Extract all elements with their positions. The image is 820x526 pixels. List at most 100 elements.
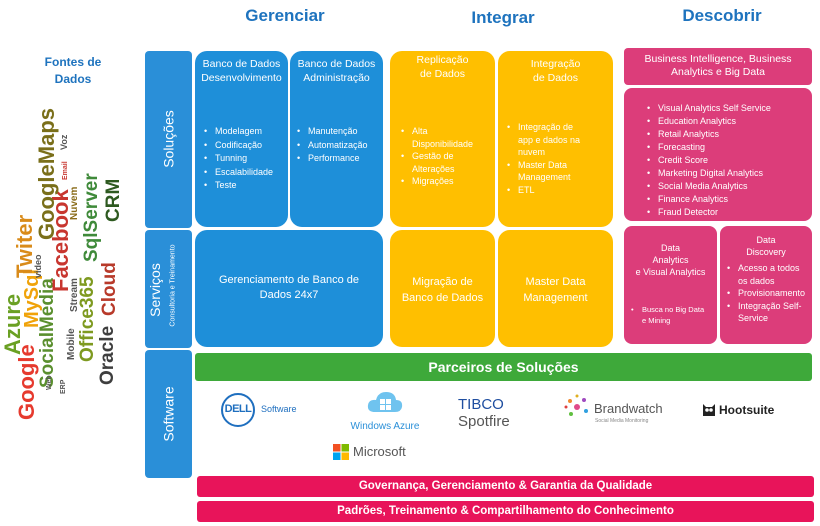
wc-mobile: Mobile [66, 328, 77, 360]
card-da-list: Busca no Big Data e Mining [628, 304, 708, 326]
brandwatch-wordmark: Brandwatch [594, 401, 663, 416]
hootsuite-owl-icon [703, 404, 715, 416]
list-item: Integração Self-Service [724, 300, 806, 325]
azure-label: Windows Azure [350, 421, 420, 432]
card-gerenciamento-line2: Dados 24x7 [259, 289, 319, 301]
list-item: Codificação [201, 139, 288, 153]
logo-brandwatch[interactable]: Brandwatch Social Media Monitoring [562, 392, 682, 428]
wc-sqlserver: SqlServer [81, 173, 102, 262]
card-bd-dev-title-line1: Banco de Dados [202, 58, 281, 70]
list-item: Master Data Management [504, 159, 582, 184]
card-replicacao-title-line1: Replicação [416, 54, 469, 66]
card-master-data-text: Master Data Management [498, 274, 613, 306]
sources-title: Fontes de Dados [28, 54, 118, 88]
list-item: Integração de app e dados na nuvem [504, 121, 582, 159]
logo-dell[interactable]: DELL Software [218, 392, 318, 428]
list-item: Performance [294, 152, 383, 166]
card-gerenciamento-24x7: Gerenciamento de Banco de Dados 24x7 [195, 230, 383, 347]
list-item: Fraud Detector [644, 206, 812, 219]
brandwatch-dots-icon [564, 394, 588, 416]
tibco-wordmark: TIBCO [458, 396, 504, 413]
card-bi-line2: Analytics e Big Data [671, 66, 765, 78]
card-dd-title-line2: Discovery [746, 247, 786, 257]
sources-title-line1: Fontes de [44, 55, 102, 69]
card-dd-title-line1: Data [756, 235, 776, 245]
card-bd-administracao: Banco de Dados Administração Manutenção … [290, 51, 383, 227]
wc-video: video [33, 254, 43, 278]
row-label-software-text: Software [160, 386, 177, 442]
card-data-analytics: Data Analytics e Visual Analytics Busca … [624, 226, 717, 344]
list-item: Automatização [294, 139, 383, 153]
wc-stream: Stream [69, 278, 80, 312]
row-label-servicos-text: Serviços [147, 263, 163, 317]
list-item: Migrações [398, 175, 490, 188]
sources-title-line2: Dados [54, 72, 92, 86]
hootsuite-wordmark: Hootsuite [719, 403, 775, 417]
dell-wordmark: DELL [224, 403, 252, 415]
list-item: Provisionamento [724, 287, 806, 300]
brandwatch-tagline: Social Media Monitoring [595, 418, 649, 424]
list-item: Tunning [201, 152, 288, 166]
bar-padroes-text: Padrões, Treinamento & Compartilhamento … [337, 505, 674, 517]
card-migracao-line1: Migração de [412, 276, 473, 288]
dell-software-label: Software [261, 404, 297, 414]
list-item: Marketing Digital Analytics [644, 167, 812, 180]
list-item: Teste [201, 179, 288, 193]
wc-crm: CRM [103, 178, 124, 222]
card-data-analytics-title: Data Analytics e Visual Analytics [624, 242, 717, 278]
wc-oracle: Oracle [97, 325, 118, 385]
card-replicacao-title: Replicação de Dados [390, 53, 495, 81]
wc-nuvem: Nuvem [69, 186, 80, 220]
card-bd-dev-list: Modelagem Codificação Tunning Escalabili… [201, 125, 288, 193]
card-bd-admin-list: Manutenção Automatização Performance [294, 125, 383, 166]
logo-tibco-spotfire[interactable]: TIBCO Spotfire [450, 396, 540, 436]
bar-governanca: Governança, Gerenciamento & Garantia da … [197, 476, 814, 497]
wc-erp: ERP [60, 379, 67, 394]
card-migracao: Migração de Banco de Dados [390, 230, 495, 347]
card-bd-administracao-title: Banco de Dados Administração [290, 57, 383, 85]
card-replicacao-title-line2: de Dados [420, 68, 465, 80]
header-gerenciar: Gerenciar [245, 6, 325, 25]
row-label-solucoes: Soluções [145, 51, 192, 228]
list-item: Alta Disponibilidade [398, 125, 490, 150]
spotfire-wordmark: Spotfire [458, 413, 510, 430]
word-cloud: Google SocialMedia Azure MySql Twiter vi… [0, 100, 140, 430]
partners-title: Parceiros de Soluções [428, 359, 579, 375]
card-bd-desenvolvimento-title: Banco de Dados Desenvolvimento [195, 57, 288, 85]
header-integrar: Integrar [471, 8, 535, 27]
wc-cloud: Cloud [99, 262, 120, 316]
card-bd-dev-title-line2: Desenvolvimento [201, 72, 282, 84]
card-bd-admin-title-line2: Administração [303, 72, 370, 84]
azure-cloud-icon [367, 392, 403, 412]
row-label-servicos-sub: Consultoria e Treinamento [169, 244, 177, 327]
list-item: ETL [504, 184, 582, 197]
list-item: Credit Score [644, 154, 812, 167]
card-bi-header-text: Business Intelligence, Business Analytic… [624, 53, 812, 79]
partners-banner: Parceiros de Soluções [195, 353, 812, 381]
card-data-discovery-title: Data Discovery [720, 234, 812, 258]
bi-list: Visual Analytics Self Service Education … [644, 102, 812, 219]
card-master-data-line2: Management [523, 292, 588, 304]
logo-windows-azure[interactable]: Windows Azure [345, 388, 425, 436]
wc-web: Web [46, 375, 53, 390]
list-item: Modelagem [201, 125, 288, 139]
card-integracao-title-line2: de Dados [533, 72, 578, 84]
logo-hootsuite[interactable]: Hootsuite [702, 402, 792, 422]
card-master-data: Master Data Management [498, 230, 613, 347]
card-integracao: Integração de Dados Integração de app e … [498, 51, 613, 227]
logo-microsoft[interactable]: Microsoft [333, 443, 423, 461]
list-item: Finance Analytics [644, 193, 812, 206]
card-dd-list: Acesso a todos os dados Provisionamento … [724, 262, 806, 325]
wc-voz: Voz [59, 134, 69, 150]
list-item: Escalabilidade [201, 166, 288, 180]
wc-googlemaps: GoogleMaps [34, 107, 59, 240]
card-migracao-text: Migração de Banco de Dados [390, 274, 495, 306]
list-item: Forecasting [644, 141, 812, 154]
card-integracao-title: Integração de Dados [498, 57, 613, 85]
card-da-title-line3: e Visual Analytics [635, 267, 706, 277]
card-bd-admin-title-line1: Banco de Dados [297, 58, 376, 70]
list-item: Acesso a todos os dados [724, 262, 806, 287]
dell-logo-icon [221, 393, 255, 427]
card-da-title-line2: Analytics [652, 255, 689, 265]
list-item: Manutenção [294, 125, 383, 139]
